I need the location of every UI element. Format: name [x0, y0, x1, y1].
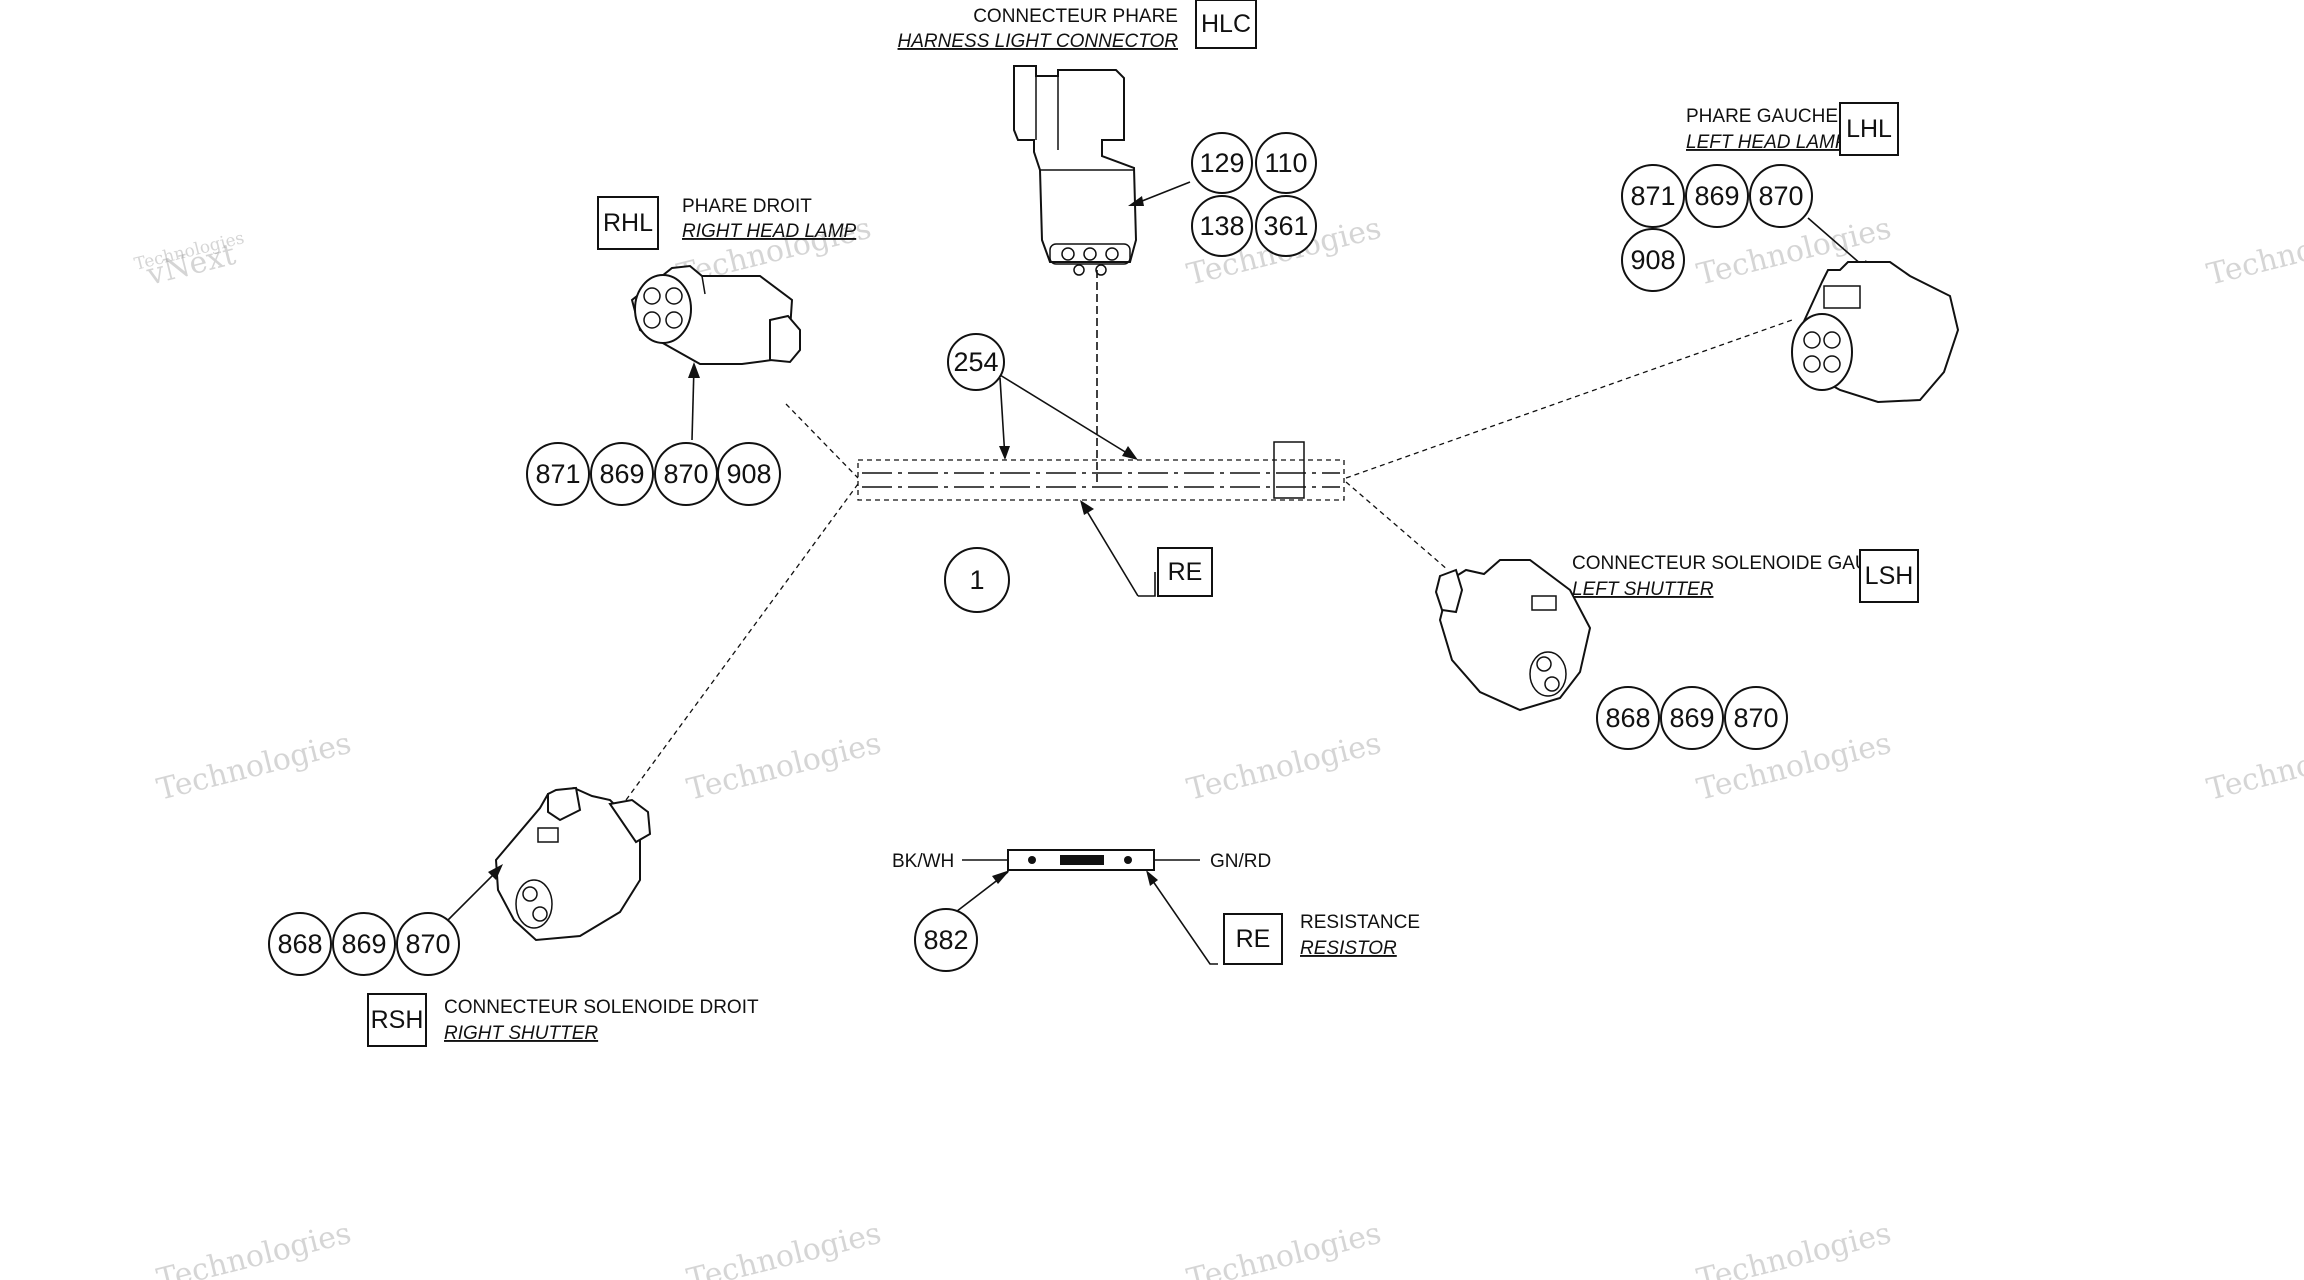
- callout-bubble: [914, 908, 978, 972]
- watermark: Technologies: [683, 1216, 884, 1280]
- svg-text:Technologies: Technologies: [2203, 211, 2304, 293]
- resistor-code: RE: [1236, 925, 1271, 953]
- harness-resistor-ref: RE: [1080, 500, 1213, 597]
- callout-number: 254: [953, 347, 998, 377]
- rsh-callouts: 868 869 870: [268, 912, 460, 976]
- svg-text:871: 871: [535, 459, 580, 489]
- rhl-connector: RHL PHARE DROIT RIGHT HEAD LAMP 871 869 …: [526, 196, 857, 506]
- svg-text:Technologies: Technologies: [153, 726, 354, 808]
- svg-text:870: 870: [663, 459, 708, 489]
- svg-text:Technologies: Technologies: [683, 1216, 884, 1280]
- rsh-code: RSH: [371, 1006, 424, 1034]
- svg-text:868: 868: [1605, 703, 1650, 733]
- lhl-connector: PHARE GAUCHE LEFT HEAD LAMP LHL 871 869 …: [1621, 102, 1960, 404]
- resistor-label-en: RESISTOR: [1300, 938, 1397, 959]
- svg-text:361: 361: [1263, 211, 1308, 241]
- svg-text:129: 129: [1199, 148, 1244, 178]
- re-code: RE: [1168, 558, 1203, 586]
- watermark: Technologies: [153, 726, 354, 808]
- rhl-label-fr: PHARE DROIT: [682, 196, 812, 217]
- rhl-connector-icon: [630, 264, 801, 365]
- svg-text:Technologies: Technologies: [1183, 726, 1384, 808]
- callout-number: 1: [969, 565, 984, 595]
- branch-leaders: [625, 319, 1793, 801]
- svg-text:868: 868: [277, 929, 322, 959]
- watermark: Technologies: [153, 1216, 354, 1280]
- watermark: Technologies: [2203, 726, 2304, 808]
- lhl-connector-icon: [1791, 261, 1960, 404]
- watermark: Technologies: [2203, 211, 2304, 293]
- watermarks: vNext Technologies Technologies Technolo…: [132, 211, 2304, 1280]
- svg-text:Technologies: Technologies: [2203, 726, 2304, 808]
- svg-text:138: 138: [1199, 211, 1244, 241]
- hlc-code-box: [1195, 0, 1257, 49]
- svg-text:908: 908: [1630, 245, 1675, 275]
- svg-text:Technologies: Technologies: [683, 726, 884, 808]
- watermark: Technologies: [1183, 1216, 1384, 1280]
- main-harness: [857, 270, 1345, 501]
- lhl-label-fr: PHARE GAUCHE: [1686, 106, 1838, 127]
- hlc-code: HLC: [1201, 10, 1251, 38]
- rhl-callouts: 871 869 870 908: [526, 442, 781, 506]
- svg-text:869: 869: [1669, 703, 1714, 733]
- re-code-box: [1157, 547, 1213, 597]
- lsh-label-en: LEFT SHUTTER: [1572, 579, 1714, 600]
- resistor-code-box: [1223, 913, 1283, 965]
- hlc-connector: CONNECTEUR PHARE HARNESS LIGHT CONNECTOR…: [898, 0, 1317, 276]
- lsh-callouts: 868 869 870: [1596, 686, 1788, 750]
- lsh-code-box: [1859, 549, 1919, 603]
- watermark: Technologies: [1693, 1216, 1894, 1280]
- harness-outline: [857, 459, 1345, 501]
- watermark: Technologies: [1693, 726, 1894, 808]
- rsh-connector-icon: [494, 786, 652, 942]
- svg-text:869: 869: [599, 459, 644, 489]
- lsh-connector: CONNECTEUR SOLENOIDE GAUCHE LEFT SHUTTER…: [1434, 549, 1919, 750]
- lhl-label-en: LEFT HEAD LAMP: [1686, 132, 1848, 153]
- svg-text:869: 869: [341, 929, 386, 959]
- hlc-label-en: HARNESS LIGHT CONNECTOR: [898, 31, 1179, 52]
- callout-254: 254: [947, 333, 1138, 460]
- lsh-code: LSH: [1865, 562, 1914, 590]
- hlc-label-fr: CONNECTEUR PHARE: [973, 6, 1178, 27]
- watermark: Technologies: [1183, 726, 1384, 808]
- rsh-code-box: [367, 993, 427, 1047]
- svg-text:870: 870: [1733, 703, 1778, 733]
- svg-text:870: 870: [405, 929, 450, 959]
- svg-text:110: 110: [1264, 148, 1307, 178]
- lsh-label-fr: CONNECTEUR SOLENOIDE GAUCHE: [1572, 553, 1909, 574]
- svg-text:908: 908: [726, 459, 771, 489]
- lsh-connector-icon: [1434, 559, 1592, 712]
- watermark: vNext Technologies: [132, 228, 246, 293]
- lhl-code: LHL: [1846, 115, 1892, 143]
- svg-text:Technologies: Technologies: [1693, 1216, 1894, 1280]
- rhl-code: RHL: [603, 209, 653, 237]
- svg-text:870: 870: [1758, 181, 1803, 211]
- callout-number: 882: [923, 925, 968, 955]
- harness-clip: [1273, 441, 1305, 499]
- svg-text:Technologies: Technologies: [1693, 726, 1894, 808]
- resistor-label-fr: RESISTANCE: [1300, 912, 1420, 933]
- svg-text:Technologies: Technologies: [1183, 1216, 1384, 1280]
- rhl-label-en: RIGHT HEAD LAMP: [682, 221, 857, 242]
- svg-text:869: 869: [1694, 181, 1739, 211]
- rhl-code-box: [597, 196, 659, 250]
- callout-bubble: [944, 547, 1010, 613]
- callout-1: 1: [944, 547, 1010, 613]
- hlc-connector-icon: [1013, 65, 1138, 276]
- rsh-label-en: RIGHT SHUTTER: [444, 1023, 598, 1044]
- wire-color-left: BK/WH: [892, 851, 954, 872]
- watermark: Technologies: [683, 726, 884, 808]
- svg-text:Technologies: Technologies: [153, 1216, 354, 1280]
- lhl-callouts: 871 869 870 908: [1621, 164, 1813, 292]
- wire-color-right: GN/RD: [1210, 851, 1271, 872]
- resistor-detail: BK/WH GN/RD 882 RE RESISTANCE RESISTOR: [892, 849, 1420, 972]
- svg-text:871: 871: [1630, 181, 1675, 211]
- lhl-code-box: [1839, 102, 1899, 156]
- rsh-label-fr: CONNECTEUR SOLENOIDE DROIT: [444, 997, 759, 1018]
- rsh-connector: 868 869 870 RSH CONNECTEUR SOLENOIDE DRO…: [268, 786, 759, 1047]
- hlc-callouts: 129 110 138 361: [1191, 132, 1317, 257]
- callout-bubble: [947, 333, 1005, 391]
